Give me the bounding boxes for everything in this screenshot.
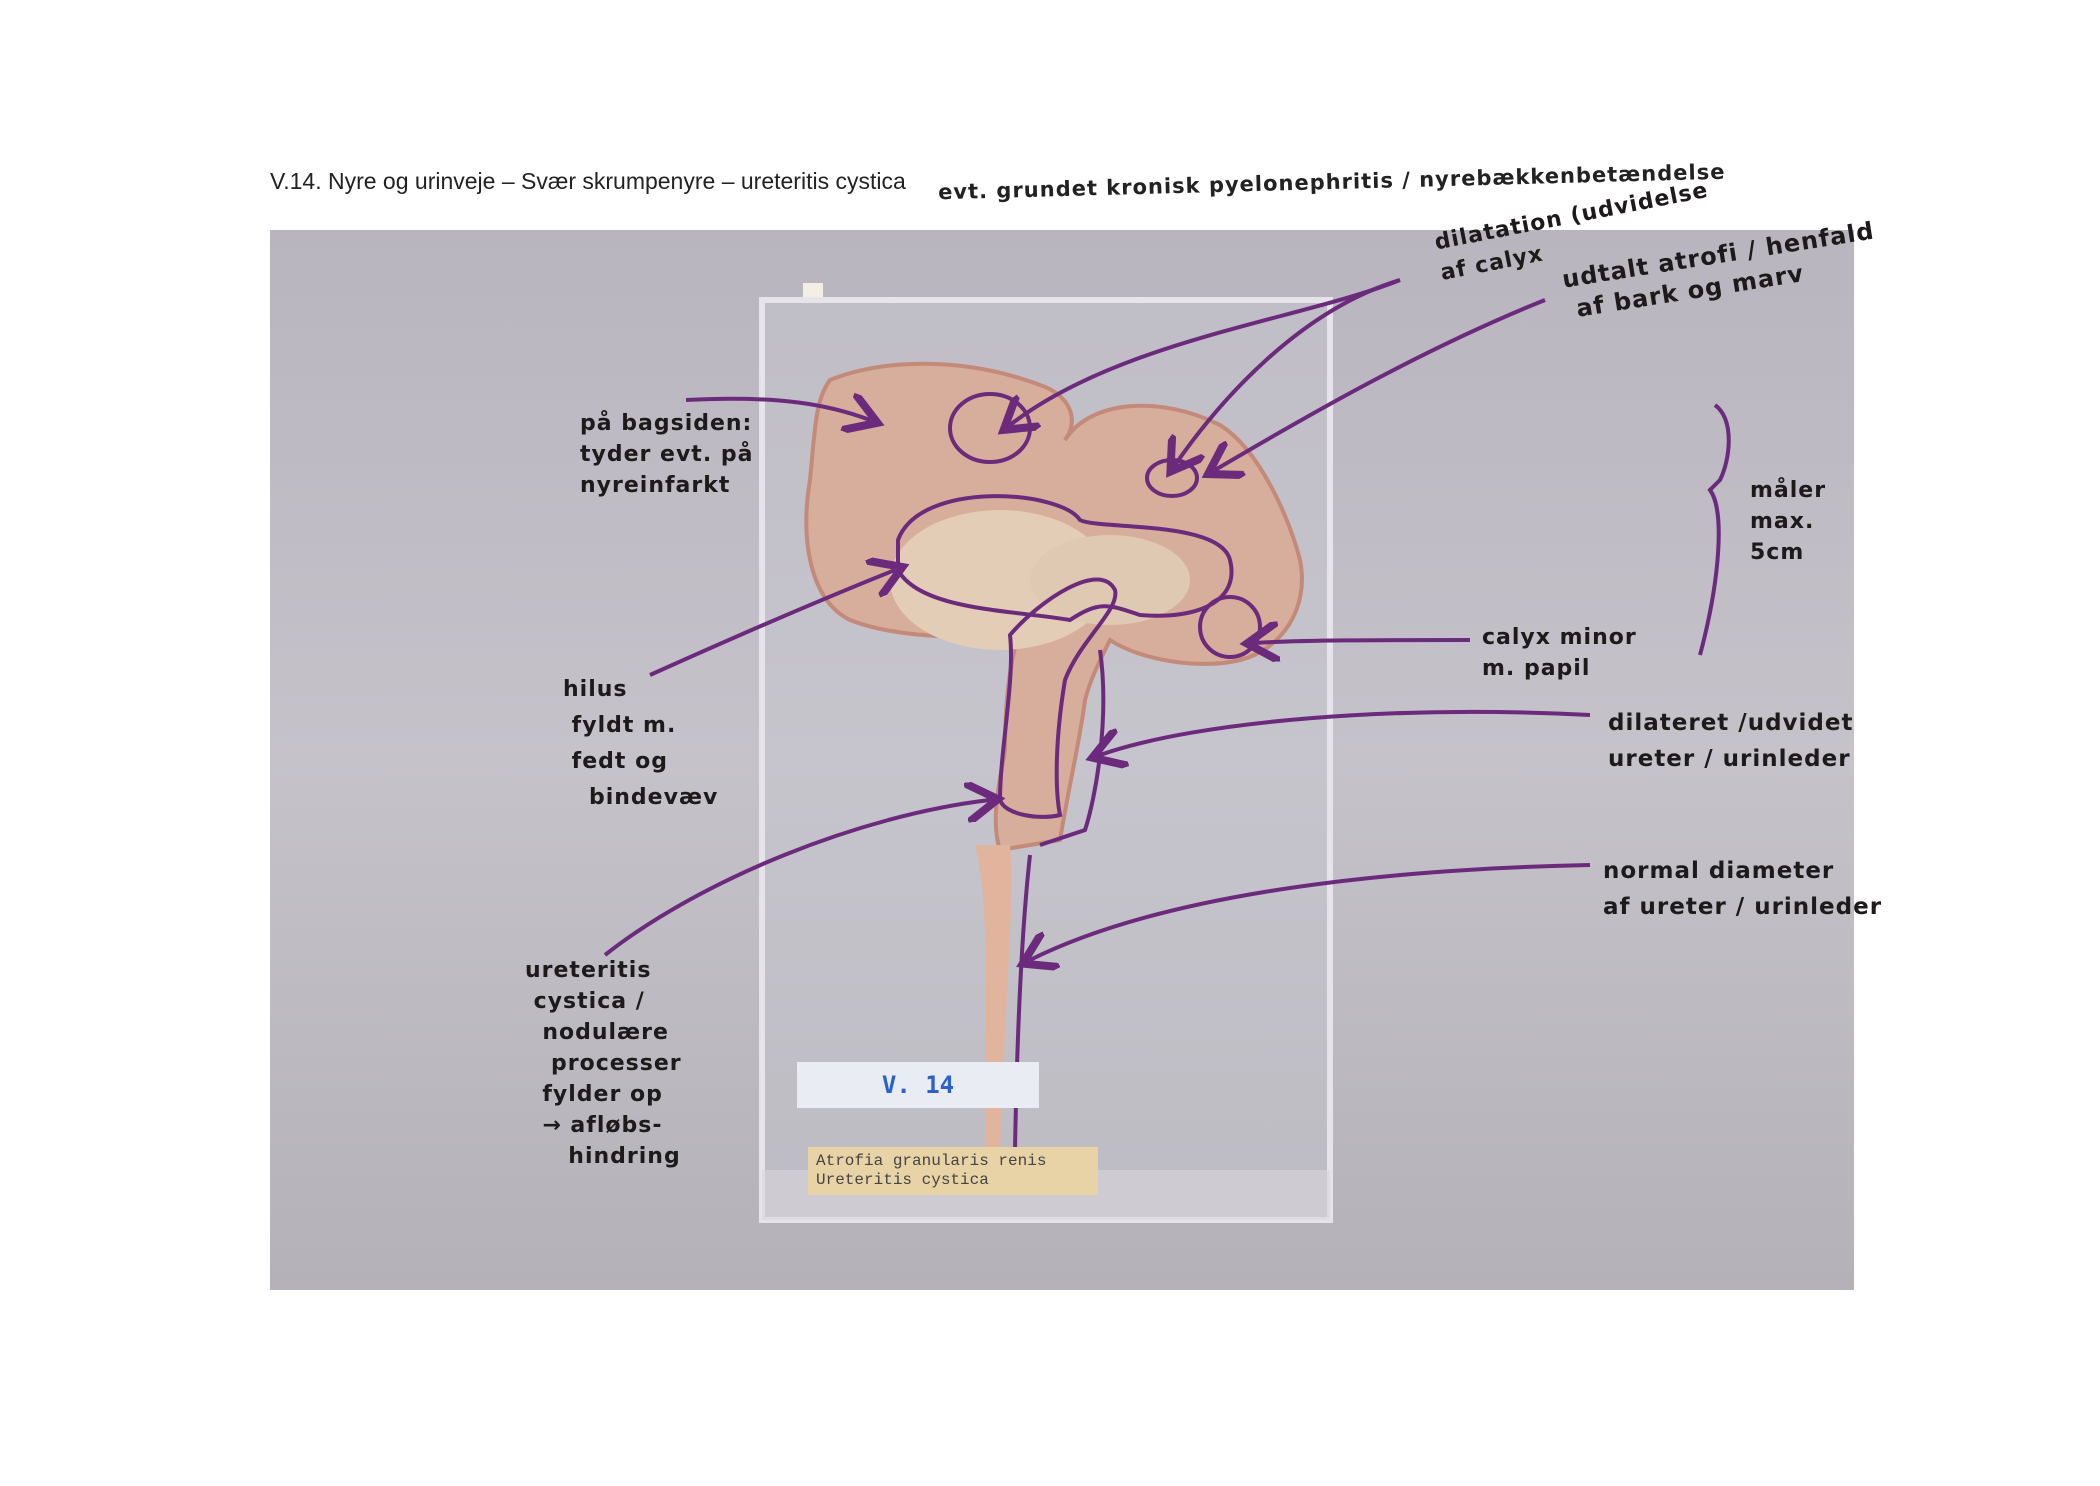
specimen-name-tag: Atrofia granularis renis Ureteritis cyst… (808, 1147, 1098, 1195)
annotation-ureteritis: ureteritis cystica / nodulære processer … (525, 958, 682, 1169)
printed-title: V.14. Nyre og urinveje – Svær skrumpenyr… (270, 168, 906, 194)
kidney-specimen (804, 361, 1304, 1150)
annotation-maaler: måler max. 5cm (1750, 478, 1827, 565)
specimen-name-line1: Atrofia granularis renis (816, 1152, 1047, 1170)
annotation-hilus: hilus fyldt m. fedt og bindevæv (563, 677, 719, 810)
annotation-marks (603, 278, 1731, 1151)
page-title: V.14. Nyre og urinveje – Svær skrumpenyr… (270, 160, 1726, 205)
specimen-name-line2: Ureteritis cystica (816, 1171, 989, 1189)
specimen-number-label: V. 14 (797, 1062, 1039, 1108)
annotation-calyx-minor: calyx minor m. papil (1482, 625, 1637, 681)
annotation-bagsiden: på bagsiden: tyder evt. på nyreinfarkt (580, 411, 754, 498)
annotation-normal-diameter: normal diameter af ureter / urinleder (1603, 858, 1883, 920)
annotation-dilateret: dilateret /udvidet ureter / urinleder (1608, 710, 1854, 772)
